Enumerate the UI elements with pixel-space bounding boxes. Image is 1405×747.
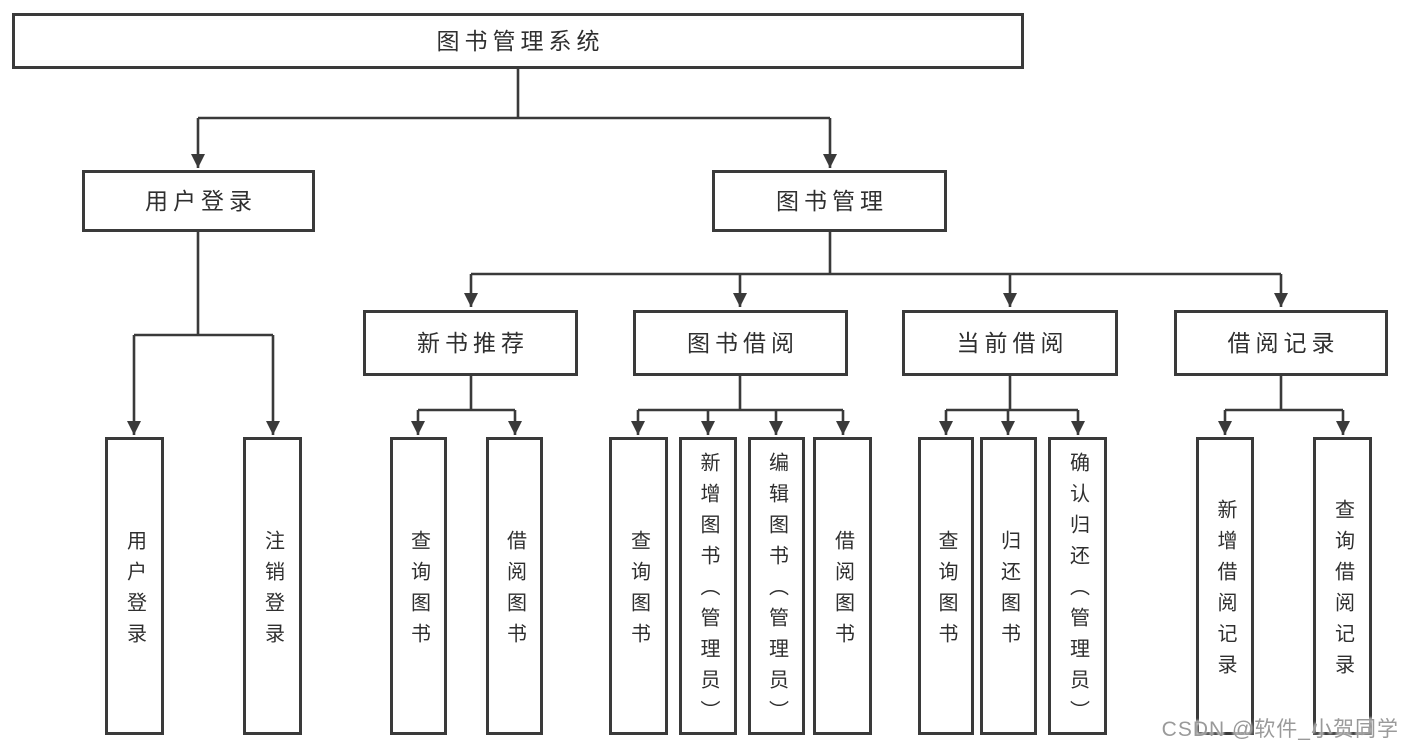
node-recommend-borrow-books: 借阅图书: [486, 437, 543, 735]
node-label: 借阅记录: [1227, 329, 1340, 356]
node-current-borrow: 当前借阅: [902, 310, 1118, 376]
node-label: 注销登录: [261, 529, 284, 654]
node-label: 确认归还（管理员）: [1066, 452, 1089, 731]
node-system: 图书管理系统: [12, 13, 1024, 69]
node-label: 图书管理: [776, 187, 888, 214]
node-label: 查询借阅记录: [1331, 498, 1354, 685]
node-book-borrow: 图书借阅: [633, 310, 848, 376]
node-label: 图书管理系统: [436, 27, 605, 54]
node-borrow-records: 借阅记录: [1174, 310, 1388, 376]
node-label: 新书推荐: [417, 329, 529, 356]
node-borrow-query-books: 查询图书: [609, 437, 668, 735]
node-label: 用户登录: [123, 529, 146, 654]
node-records-query-record: 查询借阅记录: [1313, 437, 1372, 735]
node-label: 借阅图书: [831, 529, 854, 654]
node-label: 编辑图书（管理员）: [765, 452, 788, 731]
node-label: 用户登录: [145, 187, 257, 214]
csdn-watermark: CSDN @软件_小贺同学: [1161, 718, 1399, 741]
node-borrow-borrow-books: 借阅图书: [813, 437, 872, 735]
node-label: 图书借阅: [687, 329, 799, 356]
node-label: 当前借阅: [956, 329, 1069, 356]
node-label: 查询图书: [407, 529, 430, 654]
node-recommend-query-books: 查询图书: [390, 437, 447, 735]
node-user-login: 用户登录: [82, 170, 315, 232]
node-label: 归还图书: [997, 529, 1020, 654]
node-records-add-record: 新增借阅记录: [1196, 437, 1254, 735]
node-label: 查询图书: [935, 529, 957, 654]
node-label: 新增借阅记录: [1214, 498, 1236, 685]
node-current-confirm-return-admin: 确认归还（管理员）: [1048, 437, 1107, 735]
node-label: 新增图书（管理员）: [697, 452, 719, 731]
node-label: 借阅图书: [503, 529, 526, 654]
node-label: 查询图书: [627, 529, 650, 654]
node-new-book-recommend: 新书推荐: [363, 310, 578, 376]
connector-lines: [134, 69, 1343, 412]
node-borrow-add-books-admin: 新增图书（管理员）: [679, 437, 737, 735]
node-logout-action: 注销登录: [243, 437, 302, 735]
node-user-login-action: 用户登录: [105, 437, 164, 735]
node-borrow-edit-books-admin: 编辑图书（管理员）: [748, 437, 805, 735]
node-current-return-books: 归还图书: [980, 437, 1037, 735]
node-book-management: 图书管理: [712, 170, 947, 232]
node-current-query-books: 查询图书: [918, 437, 974, 735]
